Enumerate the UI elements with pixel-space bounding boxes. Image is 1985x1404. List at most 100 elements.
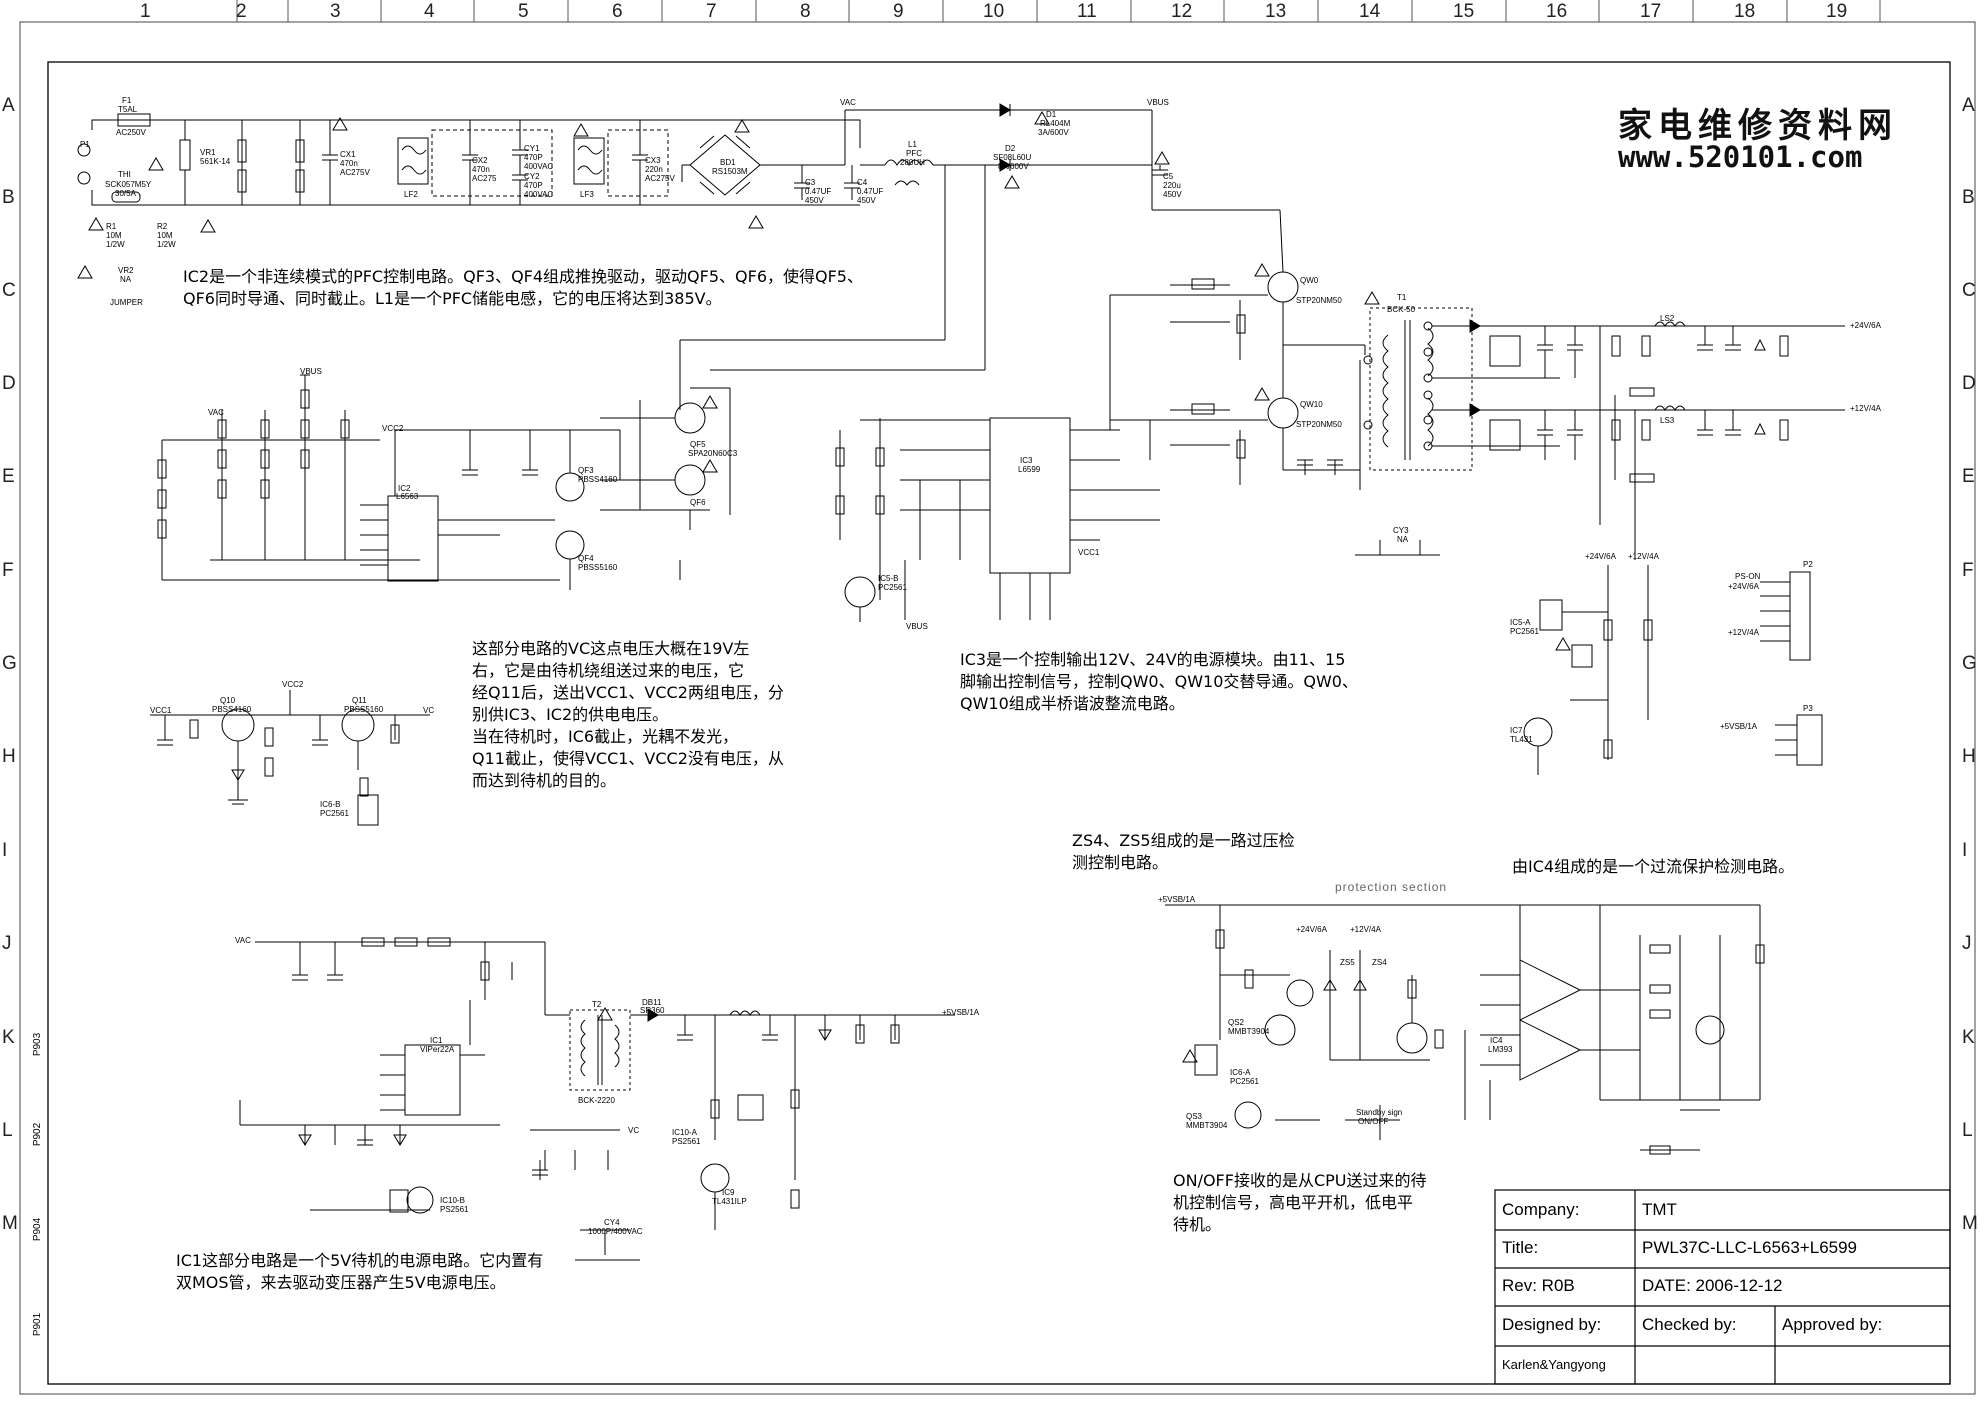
- label-ic5b: IC5-B: [878, 574, 899, 583]
- label-connector-12v: +12V/4A: [1728, 628, 1759, 637]
- label-c4-value: 0.47UF: [857, 187, 884, 196]
- label-ic7-value: TL431: [1510, 735, 1533, 744]
- grid-row-d: D: [2, 373, 16, 394]
- grid-row-b-right: B: [1962, 187, 1975, 208]
- label-cx2-value: 470n: [472, 165, 490, 174]
- label-db11-value: SR360: [640, 1006, 665, 1015]
- label-qf3-value: PBSS4160: [578, 475, 618, 484]
- label-c3: C3: [805, 178, 816, 187]
- title-block-frame: [1494, 1189, 1951, 1385]
- label-cy2: CY2: [524, 172, 540, 181]
- label-vac-top: VAC: [840, 98, 856, 107]
- outer-frame: [19, 21, 1976, 1395]
- label-vr1-value: 561K-14: [200, 157, 231, 166]
- label-r1: R1: [106, 222, 117, 231]
- grid-row-f: F: [2, 560, 14, 581]
- label-vcc1-standby: VCC1: [150, 706, 172, 715]
- grid-col-14: 14: [1359, 1, 1381, 22]
- label-zs5: ZS5: [1340, 958, 1355, 967]
- connector-section: [1355, 540, 1823, 775]
- label-f1-value: T5AL: [118, 105, 138, 114]
- label-ic1: IC1: [430, 1036, 443, 1045]
- label-q10-value: PBSS4160: [212, 705, 252, 714]
- label-qw10: QW10: [1300, 400, 1323, 409]
- label-ic6a: IC6-A: [1230, 1068, 1251, 1077]
- grid-col-6: 6: [612, 1, 623, 22]
- label-connector-5v: +5VSB/1A: [1720, 722, 1758, 731]
- label-vcc2-standby: VCC2: [282, 680, 304, 689]
- label-qf5: QF5: [690, 440, 706, 449]
- label-5vsb-protection: +5VSB/1A: [1158, 895, 1196, 904]
- column-ticks: [236, 0, 1881, 22]
- label-qw0: QW0: [1300, 276, 1319, 285]
- grid-col-10: 10: [983, 1, 1005, 22]
- grid-row-c: C: [2, 280, 16, 301]
- standby-5v-section: [239, 937, 955, 1261]
- grid-col-9: 9: [893, 1, 904, 22]
- tb-title-label: Title:: [1502, 1238, 1539, 1257]
- label-vcc2-pfc: VCC2: [382, 424, 404, 433]
- grid-row-a: A: [2, 95, 15, 116]
- note-ic3: IC3是一个控制输出12V、24V的电源模块。由11、15 脚输出控制信号，控制…: [960, 650, 1358, 713]
- label-cy1-rating: 400VAC: [524, 162, 554, 171]
- label-thi-value: SCK057M5Y: [105, 180, 152, 189]
- label-ic2: IC2: [398, 484, 411, 493]
- label-d2-value: SF08L60U: [993, 153, 1032, 162]
- grid-row-k: K: [2, 1027, 15, 1048]
- grid-col-2: 2: [236, 1, 247, 22]
- label-ls3: LS3: [1660, 416, 1675, 425]
- pfc-section: [157, 103, 1280, 590]
- grid-row-h-right: H: [1962, 746, 1976, 767]
- label-c5-value: 220u: [1163, 181, 1181, 190]
- label-zs4: ZS4: [1372, 958, 1387, 967]
- grid-col-5: 5: [518, 1, 529, 22]
- label-ic6a-value: PC2561: [1230, 1077, 1259, 1086]
- label-12v-protection: +12V/4A: [1350, 925, 1381, 934]
- label-vr1: VR1: [200, 148, 216, 157]
- grid-row-b: B: [2, 187, 15, 208]
- label-ic10b-value: PS2561: [440, 1205, 469, 1214]
- label-t2: T2: [592, 1000, 602, 1009]
- note-onoff: ON/OFF接收的是从CPU送过来的待 机控制信号，高电平开机，低电平 待机。: [1173, 1171, 1427, 1234]
- label-cy3-value: NA: [1397, 535, 1409, 544]
- label-qf6: QF6: [690, 498, 706, 507]
- label-r1-value: 10M: [106, 231, 122, 240]
- grid-col-3: 3: [330, 1, 341, 22]
- grid-row-l-right: L: [1962, 1120, 1973, 1141]
- grid-row-j: J: [2, 933, 12, 954]
- label-ic3-value: L6599: [1018, 465, 1041, 474]
- label-l1-value: PFC: [906, 149, 922, 158]
- label-d2-rating: 8A/600V: [998, 162, 1029, 171]
- grid-row-h: H: [2, 746, 16, 767]
- grid-row-e-right: E: [1962, 466, 1975, 487]
- label-f1: F1: [122, 96, 132, 105]
- grid-col-17: 17: [1640, 1, 1662, 22]
- note-ic4: 由IC4组成的是一个过流保护检测电路。: [1512, 857, 1795, 876]
- tb-designer: Karlen&Yangyong: [1502, 1357, 1606, 1372]
- label-vc-standby: VC: [423, 706, 435, 715]
- side-label-p902: P902: [32, 1122, 44, 1147]
- label-vbus-llc: VBUS: [906, 622, 928, 631]
- grid-row-c-right: C: [1962, 280, 1976, 301]
- tb-designed-label: Designed by:: [1502, 1315, 1602, 1334]
- label-ic6b: IC6-B: [320, 800, 341, 809]
- label-connector-pson: PS-ON: [1735, 572, 1761, 581]
- grid-row-k-right: K: [1962, 1027, 1975, 1048]
- label-q11-value: PBSS5160: [344, 705, 384, 714]
- label-out-12v: +12V/4A: [1850, 404, 1881, 413]
- grid-col-13: 13: [1265, 1, 1287, 22]
- grid-col-15: 15: [1453, 1, 1475, 22]
- grid-col-16: 16: [1546, 1, 1568, 22]
- label-out-5vsb: +5VSB/1A: [942, 1008, 980, 1017]
- grid-row-a-right: A: [1962, 95, 1975, 116]
- label-p1: P1: [80, 140, 90, 149]
- label-cx3-rating: AC275V: [645, 174, 675, 183]
- label-lf2: LF2: [404, 190, 418, 199]
- grid-col-19: 19: [1826, 1, 1848, 22]
- label-c5: C5: [1163, 172, 1174, 181]
- grid-row-m-right: M: [1962, 1213, 1978, 1234]
- label-c4: C4: [857, 178, 868, 187]
- label-ic9-value: TL431ILP: [712, 1197, 747, 1206]
- label-qf4-value: PBSS5160: [578, 563, 618, 572]
